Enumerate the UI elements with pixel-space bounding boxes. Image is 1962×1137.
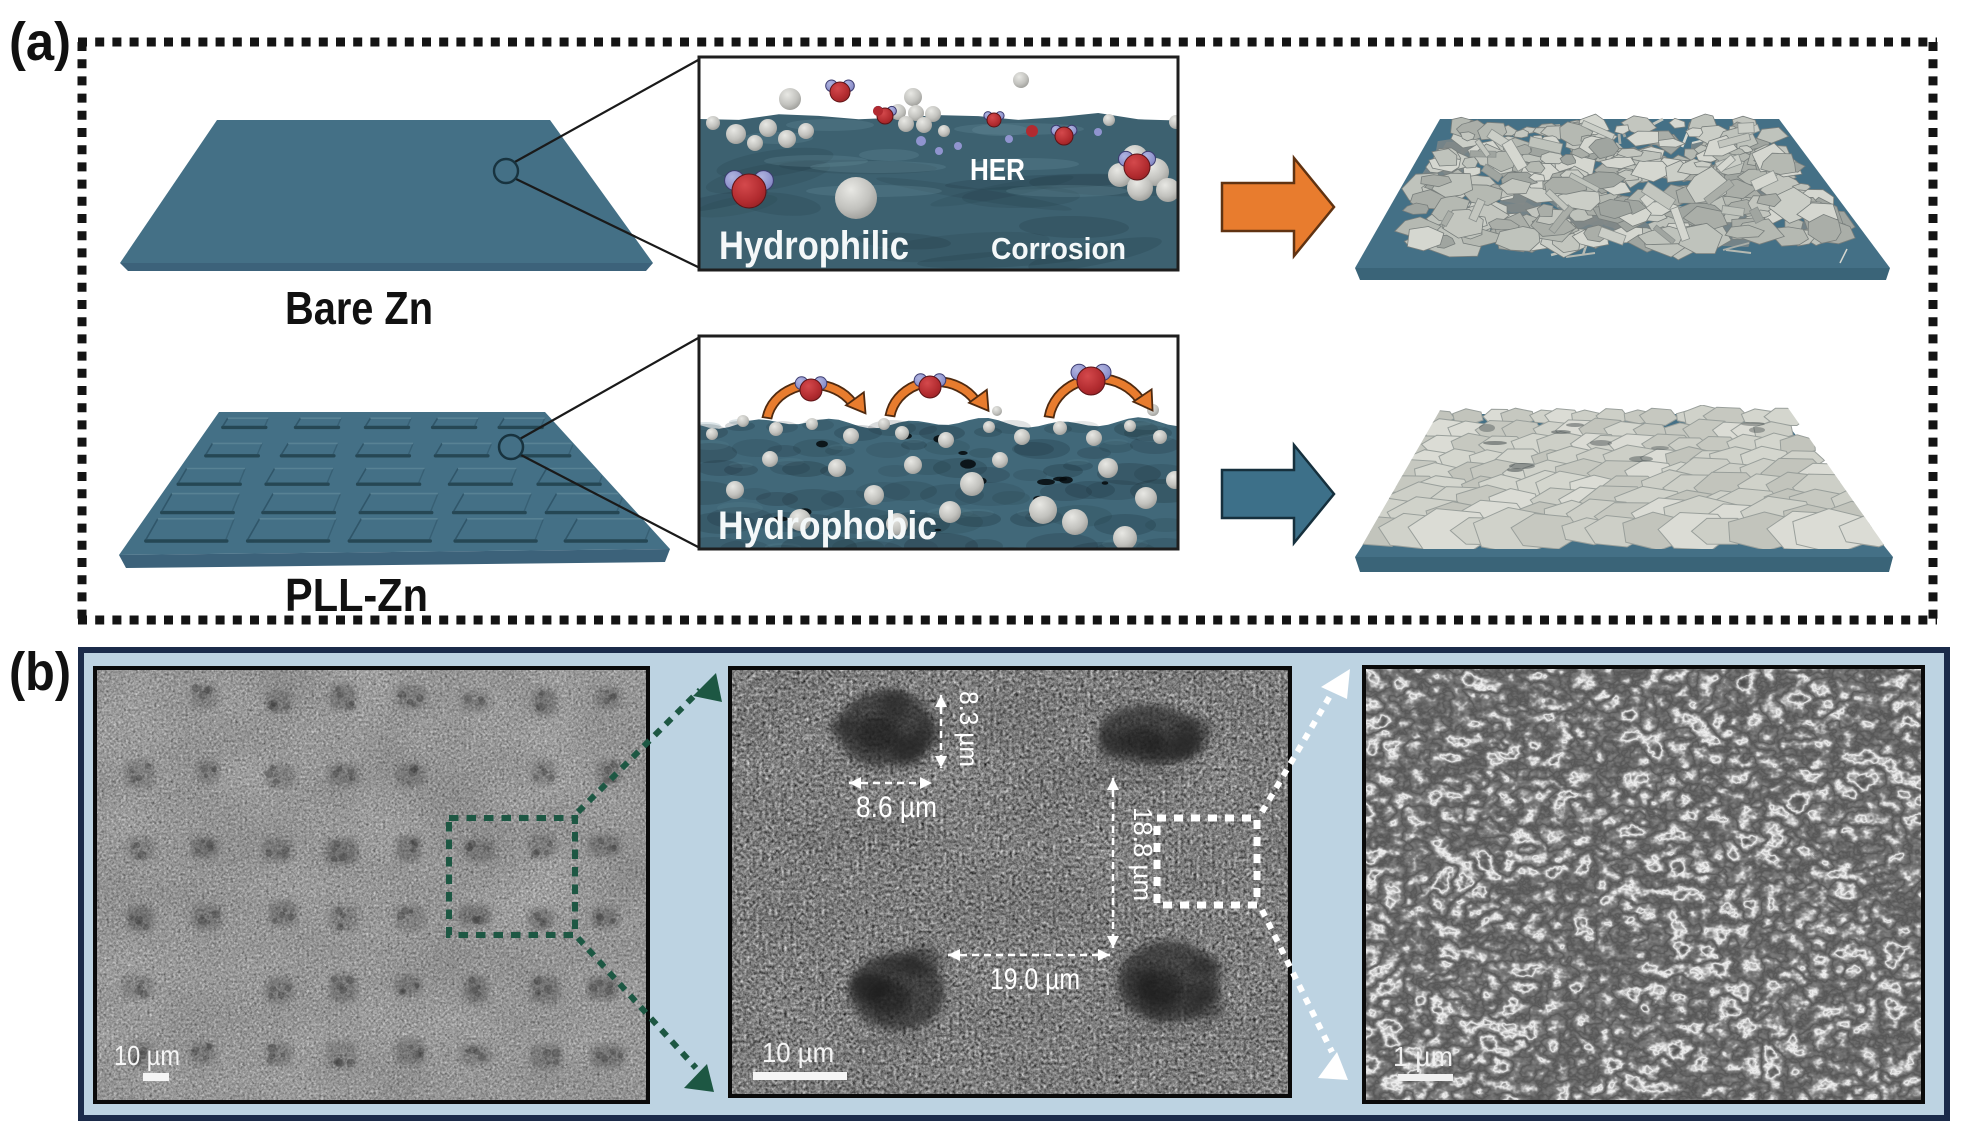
svg-text:19.0 µm: 19.0 µm bbox=[990, 963, 1080, 996]
svg-text:(a): (a) bbox=[9, 12, 71, 72]
svg-text:PLL-Zn: PLL-Zn bbox=[285, 569, 428, 621]
svg-text:10 µm: 10 µm bbox=[762, 1037, 834, 1068]
svg-text:18.8 µm: 18.8 µm bbox=[1128, 807, 1158, 901]
svg-text:(b): (b) bbox=[9, 642, 71, 702]
svg-text:Hydrophilic: Hydrophilic bbox=[719, 224, 909, 268]
svg-text:Corrosion: Corrosion bbox=[991, 231, 1126, 266]
svg-text:8.6 µm: 8.6 µm bbox=[856, 791, 937, 824]
svg-text:10 µm: 10 µm bbox=[114, 1040, 180, 1071]
svg-text:Hydrophobic: Hydrophobic bbox=[718, 504, 937, 548]
svg-text:1 µm: 1 µm bbox=[1393, 1041, 1453, 1072]
svg-text:8.3 µm: 8.3 µm bbox=[954, 691, 984, 767]
svg-text:Bare Zn: Bare Zn bbox=[285, 282, 433, 334]
svg-text:HER: HER bbox=[970, 152, 1025, 187]
